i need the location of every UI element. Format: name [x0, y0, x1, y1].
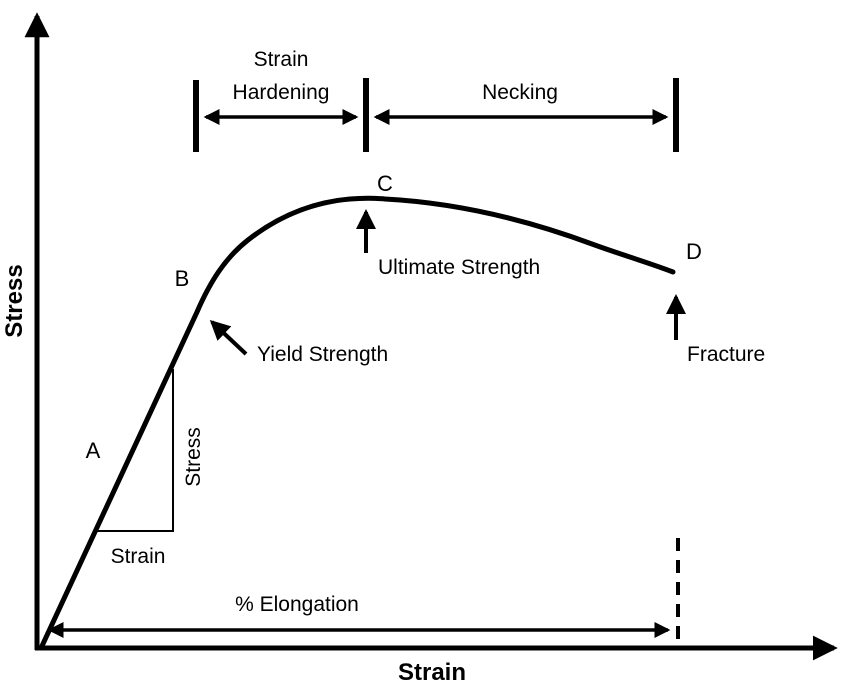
point-d-label: D — [686, 239, 702, 264]
x-axis-label: Strain — [398, 659, 466, 686]
point-c-label: C — [377, 171, 393, 196]
percent-elongation-label: % Elongation — [235, 593, 359, 616]
necking-label: Necking — [482, 81, 558, 104]
point-a-label: A — [86, 438, 101, 463]
modulus-strain-label: Strain — [111, 545, 166, 568]
y-axis-label: Stress — [1, 264, 28, 337]
strain-hardening-label-line2: Hardening — [233, 81, 330, 104]
strain-hardening-label-line1: Strain — [254, 48, 309, 71]
yield-strength-label: Yield Strength — [257, 343, 388, 366]
fracture-label: Fracture — [687, 343, 765, 366]
stress-strain-curve — [39, 195, 676, 649]
modulus-stress-label: Stress — [182, 427, 205, 487]
ultimate-strength-label: Ultimate Strength — [378, 256, 540, 279]
yield-strength-arrow — [209, 319, 248, 356]
point-b-label: B — [175, 266, 190, 291]
